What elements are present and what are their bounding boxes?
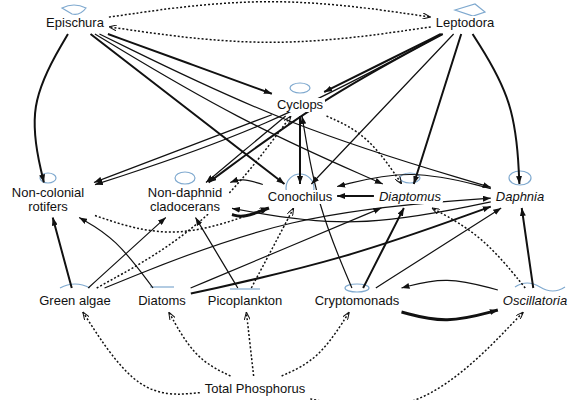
taxon-label: Picoplankton [206,294,284,308]
dotted-interaction-arrow [83,312,200,394]
solid-interaction-arrow [91,34,285,184]
solid-interaction-arrow [376,208,501,288]
dotted-interaction-arrow [327,116,402,184]
solid-interaction-arrow [209,34,443,183]
taxon-node: Picoplankton [206,291,284,309]
solid-interaction-arrow [522,208,534,288]
dotted-interaction-arrow [109,2,431,17]
taxon-node: Daphnia [494,187,546,205]
copepod-sketch [62,5,86,14]
dotted-interaction-arrow [432,208,525,288]
solid-interaction-arrow [337,195,374,197]
solid-interaction-arrow [191,208,382,288]
organism-sketches [40,4,565,292]
dotted-interaction-arrow [97,116,291,288]
dotted-interaction-arrow [169,312,231,376]
dotted-interaction-arrow [246,312,253,376]
taxon-node: Green algae [37,291,113,309]
solid-interaction-arrow [35,34,68,183]
taxon-node: Cyclops [275,95,325,113]
copepod-sketch [290,83,310,93]
taxon-node: Oscillatoria [501,291,569,309]
dotted-interaction-arrow [310,312,523,400]
taxon-label: Oscillatoria [501,294,569,308]
solid-interaction-arrow [53,218,72,289]
solid-interaction-arrow [337,175,491,189]
taxon-node: Non-daphnid cladocerans [141,186,229,215]
solid-interaction-arrow [108,34,272,94]
solid-interaction-arrow [94,115,272,183]
taxon-label: Diaptomus [377,190,443,204]
solid-interaction-arrow [95,34,383,184]
taxon-label: Conochilus [266,190,334,204]
solid-interaction-arrow [401,310,497,320]
solid-interaction-arrow [195,218,237,289]
taxon-node: Cryptomonads [313,291,402,309]
solid-interaction-arrow [88,218,166,289]
taxon-label: Diatoms [136,294,188,308]
solid-interaction-arrow [324,34,441,92]
solid-interaction-arrow [414,34,461,184]
diatom-sketch [150,286,174,287]
dotted-interaction-arrow [109,27,431,42]
taxon-label: Total Phosphorus [203,382,307,396]
taxon-node: Total Phosphorus [203,379,307,397]
solid-interaction-arrow [473,34,520,184]
solid-interaction-arrow [230,180,263,185]
taxon-label: Leptodora [434,16,497,30]
taxon-label: Non-colonial rotifers [4,186,92,214]
taxon-node: Conochilus [266,187,334,205]
solid-interaction-arrow [79,218,153,289]
cladoceran-sketch [455,4,485,16]
solid-interaction-arrow [299,116,301,184]
taxon-node: Leptodora [434,13,497,31]
taxon-node: Diaptomus [377,187,443,205]
solid-interaction-arrow [363,208,404,288]
taxon-label: Non-daphnid cladocerans [141,186,229,214]
solid-interaction-arrow [206,116,286,183]
taxon-label: Epischura [44,16,106,30]
taxon-label: Daphnia [494,190,546,204]
algae-sketch [60,284,90,288]
dotted-interaction-arrow [251,208,293,288]
taxon-node: Diatoms [136,291,188,309]
taxon-node: Epischura [44,13,106,31]
taxon-label: Cryptomonads [313,294,402,308]
picoplankton-sketch [230,288,260,289]
taxon-label: Green algae [37,294,113,308]
cladoceran-sketch [175,172,195,184]
taxon-label: Cyclops [275,98,325,112]
solid-interaction-arrow [311,34,453,184]
taxon-node: Non-colonial rotifers [4,186,92,215]
dotted-interaction-arrow [282,312,350,376]
solid-interaction-arrow [401,280,497,290]
